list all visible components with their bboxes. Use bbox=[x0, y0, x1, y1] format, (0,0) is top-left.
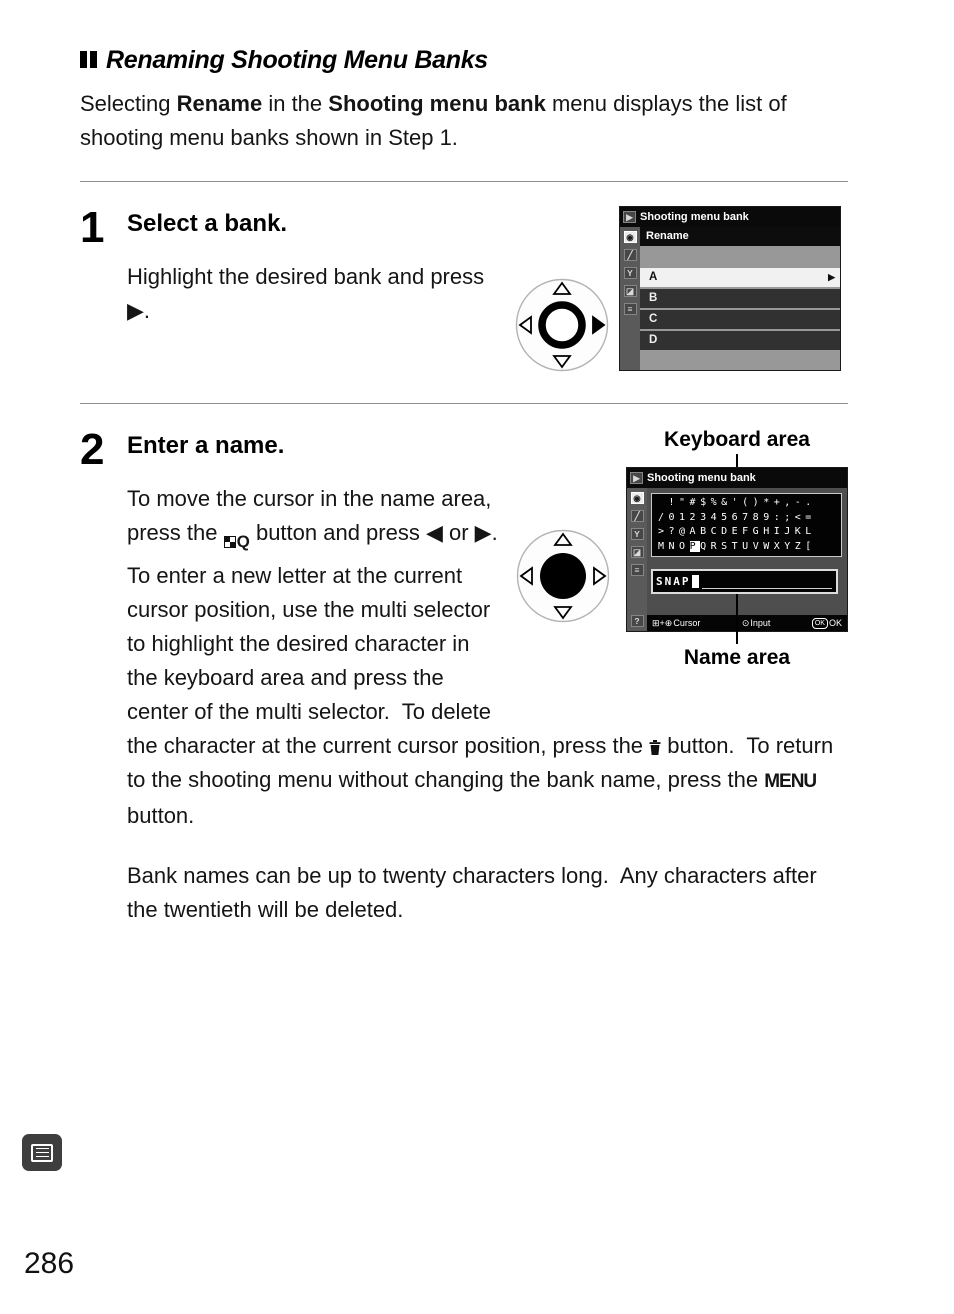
bank-label: B bbox=[649, 292, 658, 304]
camera-screen-bank-list: ▶ Shooting menu bank ◉ ╱ Y ◪ ≡ Rename bbox=[619, 206, 841, 371]
checkerboard-icon bbox=[223, 536, 236, 548]
body-text: To move the cursor in the name area, pre… bbox=[127, 486, 498, 545]
keyboard-area-pointer-line bbox=[736, 454, 738, 467]
camera-screen-text-entry: ▶ Shooting menu bank ◉ ╱ Y ◪ ≡ ? bbox=[626, 467, 848, 632]
center-button-icon: ⊙ bbox=[741, 617, 750, 628]
shooting-menu-bank-bold: Shooting menu bank bbox=[328, 91, 546, 116]
step-2-number: 2 bbox=[80, 425, 105, 474]
custom-settings-menu-icon: ╱ bbox=[623, 249, 637, 261]
body-text: button. bbox=[127, 767, 823, 828]
body-text: button. To return to the shooting menu w… bbox=[127, 733, 840, 792]
rename-bold: Rename bbox=[176, 91, 263, 116]
divider bbox=[80, 403, 848, 404]
menu-tab-sidebar: ◉ ╱ Y ◪ ≡ bbox=[620, 227, 640, 370]
keyboard-row: !"#$%&'()*+,-. bbox=[658, 497, 816, 508]
setup-menu-icon: Y bbox=[623, 267, 637, 279]
step-2: 2 Keyboard area bbox=[80, 404, 848, 927]
name-underscore-line bbox=[701, 575, 832, 589]
spacer bbox=[640, 246, 840, 268]
thumbnail-plus-pad-icon: ⊞+⊕ bbox=[652, 617, 673, 628]
menu-button-icon: MENU bbox=[764, 771, 817, 792]
intro-text: Selecting bbox=[80, 91, 177, 116]
step-2-figure: Keyboard area ▶Shooti bbox=[516, 428, 848, 672]
screen2-title: Shooting menu bank bbox=[647, 472, 756, 484]
multi-selector-press-center-icon bbox=[516, 529, 610, 623]
name-area-pointer-line bbox=[736, 594, 738, 644]
bank-label: D bbox=[649, 334, 658, 346]
right-arrow-icon: ▶ bbox=[828, 272, 835, 282]
intro-paragraph: Selecting Rename in the Shooting menu ba… bbox=[80, 87, 848, 155]
bank-row-a: A▶ bbox=[640, 268, 840, 287]
ok-button-icon: OK bbox=[811, 617, 828, 629]
keyboard-area-label: Keyboard area bbox=[664, 428, 810, 451]
manual-page: Renaming Shooting Menu Banks Selecting R… bbox=[80, 46, 848, 927]
my-menu-icon: ≡ bbox=[623, 303, 637, 315]
playback-menu-icon: ▶ bbox=[623, 211, 636, 223]
step-1-number: 1 bbox=[80, 203, 105, 252]
keyboard-row: >?@ABCDEFGHIJKL bbox=[658, 526, 816, 537]
divider bbox=[80, 181, 848, 182]
bank-name-value: SNAP bbox=[656, 575, 691, 588]
section-title: Renaming Shooting Menu Banks bbox=[106, 46, 488, 74]
shooting-menu-icon: ◉ bbox=[630, 492, 644, 504]
keyboard-chars: QRSTUVWXYZ[ bbox=[700, 540, 816, 552]
playback-menu-icon: ▶ bbox=[630, 472, 643, 484]
help-icon: ? bbox=[630, 615, 644, 627]
keyboard-cursor: P bbox=[689, 540, 701, 552]
multi-selector-press-right-icon bbox=[515, 278, 609, 372]
keyboard-area: !"#$%&'()*+,-. /0123456789:;<= >?@ABCDEF… bbox=[651, 493, 842, 557]
name-area: SNAP bbox=[651, 569, 838, 594]
cursor-hint: Cursor bbox=[673, 618, 701, 628]
input-hint: Input bbox=[750, 618, 771, 628]
retouch-menu-icon: ◪ bbox=[623, 285, 637, 297]
bank-label: C bbox=[649, 313, 658, 325]
screen1-title: Shooting menu bank bbox=[640, 211, 749, 223]
ok-hint: OK bbox=[828, 618, 842, 628]
intro-text: menu displays the list of shooting menu … bbox=[80, 91, 787, 150]
section-marker-icon bbox=[80, 46, 100, 74]
keyboard-row: MNOPQRSTUVWXYZ[ bbox=[658, 540, 841, 555]
section-heading: Renaming Shooting Menu Banks bbox=[80, 46, 848, 75]
custom-settings-menu-icon: ╱ bbox=[630, 510, 644, 522]
intro-text: in the bbox=[262, 91, 329, 116]
text-cursor bbox=[691, 575, 699, 588]
menu-tab-sidebar: ◉ ╱ Y ◪ ≡ ? bbox=[627, 488, 647, 631]
technical-notes-section-icon bbox=[22, 1134, 62, 1171]
step-2-body: To move the cursor in the name area, pre… bbox=[127, 482, 848, 833]
keyboard-chars: MNO bbox=[658, 540, 690, 552]
my-menu-icon: ≡ bbox=[630, 564, 644, 576]
step-2-title: Enter a name. bbox=[127, 432, 285, 459]
shooting-menu-icon: ◉ bbox=[623, 231, 637, 243]
page-number: 286 bbox=[24, 1247, 75, 1280]
keyboard-row: /0123456789:;<= bbox=[658, 511, 816, 523]
bank-row-c: C bbox=[640, 310, 840, 329]
step-1-body: Highlight the desired bank and press ▶. bbox=[127, 264, 491, 323]
note-page-glyph bbox=[31, 1143, 53, 1162]
bank-row-b: B bbox=[640, 289, 840, 308]
body-text: button and press ◀ or ▶. To enter a new … bbox=[127, 520, 650, 758]
step-1-title: Select a bank. bbox=[127, 210, 288, 237]
step-1: 1 Select a bank. Highlight the desired b… bbox=[80, 182, 848, 377]
rename-menu-title: Rename bbox=[640, 227, 840, 246]
bank-row-d: D bbox=[640, 331, 840, 350]
step-2-note: Bank names can be up to twenty character… bbox=[127, 863, 823, 922]
name-area-label: Name area bbox=[683, 646, 791, 669]
delete-button-icon bbox=[649, 740, 661, 755]
retouch-menu-icon: ◪ bbox=[630, 546, 644, 558]
thumbnail-zoom-button-icon: Q bbox=[223, 525, 250, 559]
zoom-q-glyph: Q bbox=[236, 532, 250, 551]
setup-menu-icon: Y bbox=[630, 528, 644, 540]
bank-label: A bbox=[649, 271, 658, 283]
